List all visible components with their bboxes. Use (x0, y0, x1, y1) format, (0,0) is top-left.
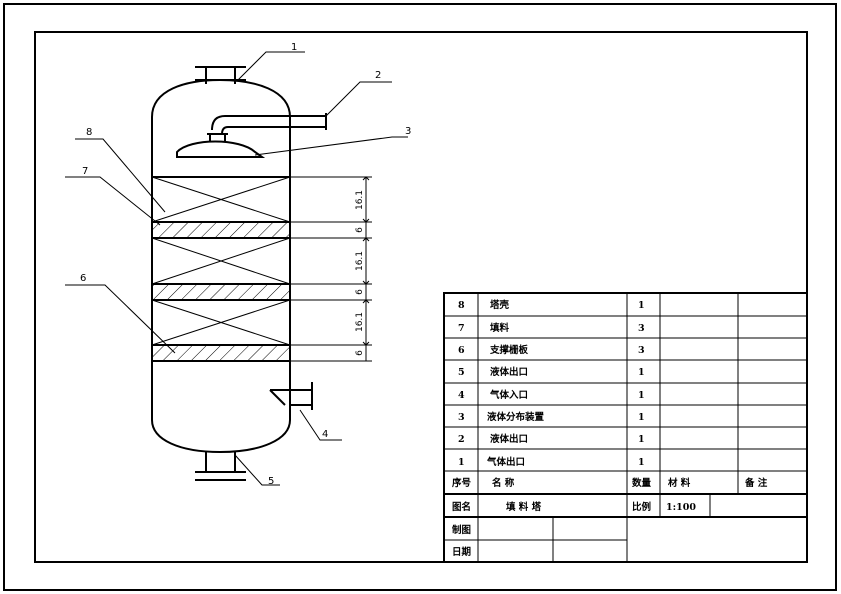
part-name: 气体入口 (489, 389, 528, 401)
leader-numbers: 1 2 3 8 7 6 4 5 (80, 42, 411, 487)
part-qty: 1 (638, 434, 645, 445)
support-grid-2 (151, 283, 291, 301)
part-name: 气体出口 (486, 456, 525, 468)
dim-grid-1: 6 (355, 227, 365, 233)
leader-1: 1 (291, 42, 297, 53)
leader-3: 3 (405, 126, 411, 137)
dimension-labels: 16.1 6 16.1 6 16.1 6 (355, 190, 365, 356)
liquid-inlet-bend (211, 115, 290, 135)
scale-value: 1:100 (666, 502, 696, 513)
part-qty: 1 (638, 390, 645, 401)
drawing-name-label: 图名 (452, 501, 471, 513)
leader-6: 6 (80, 273, 86, 284)
header-material: 材 料 (667, 477, 691, 489)
dim-packing-3: 16.1 (355, 312, 365, 332)
leader-2: 2 (375, 70, 381, 81)
leader-7: 7 (82, 166, 88, 177)
bottom-liquid-outlet-nozzle (195, 452, 246, 481)
leader-8: 8 (86, 127, 92, 138)
part-name: 液体出口 (490, 433, 528, 445)
part-seq: 2 (458, 434, 465, 445)
part-name: 液体出口 (490, 366, 528, 378)
parts-list-header: 序号 名 称 数量 材 料 备 注 (452, 477, 768, 489)
part-seq: 6 (458, 345, 465, 356)
part-name: 塔壳 (490, 299, 510, 311)
part-seq: 3 (458, 412, 465, 423)
header-name: 名 称 (492, 477, 515, 489)
header-qty: 数量 (631, 477, 652, 489)
parts-list-grid (443, 292, 808, 563)
drawing-name: 填 料 塔 (506, 501, 542, 513)
header-seq: 序号 (452, 477, 472, 489)
part-qty: 1 (638, 412, 645, 423)
date-label: 日期 (452, 546, 471, 558)
parts-list-rows: 8 塔壳 1 7 填料 3 6 支撑栅板 3 5 液体出口 1 4 气体入口 1… (458, 299, 645, 468)
support-grid-1 (151, 221, 291, 239)
leader-lines (65, 51, 408, 486)
part-seq: 4 (458, 390, 465, 401)
column-shell (151, 78, 291, 454)
part-qty: 1 (638, 300, 645, 311)
title-block: 图名 填 料 塔 比例 1:100 制图 日期 (452, 501, 696, 558)
support-grid-3 (151, 344, 291, 362)
part-qty: 3 (638, 345, 645, 356)
part-name: 填料 (490, 322, 510, 334)
outer-frame (3, 3, 837, 591)
part-qty: 3 (638, 323, 645, 334)
part-seq: 8 (458, 300, 465, 311)
part-seq: 5 (458, 367, 465, 378)
drafted-by-label: 制图 (452, 524, 471, 536)
gas-inlet-nozzle (269, 382, 313, 410)
dim-grid-2: 6 (355, 289, 365, 295)
dim-packing-2: 16.1 (355, 251, 365, 271)
packed-column (151, 66, 327, 481)
dim-packing-1: 16.1 (355, 190, 365, 210)
part-name: 液体分布装置 (487, 411, 545, 423)
dim-grid-3: 6 (355, 350, 365, 356)
part-seq: 1 (458, 457, 465, 468)
part-qty: 1 (638, 367, 645, 378)
dimension-lines (290, 176, 372, 362)
leader-5: 5 (268, 476, 274, 487)
leader-4: 4 (322, 429, 328, 440)
liquid-distributor (176, 140, 266, 158)
part-seq: 7 (458, 323, 465, 334)
scale-label: 比例 (632, 501, 651, 513)
part-name: 支撑栅板 (489, 344, 529, 356)
liquid-inlet-pipe (290, 113, 327, 130)
header-remark: 备 注 (744, 477, 768, 489)
part-qty: 1 (638, 457, 645, 468)
packing-sections (151, 176, 291, 362)
inner-frame (34, 31, 808, 563)
